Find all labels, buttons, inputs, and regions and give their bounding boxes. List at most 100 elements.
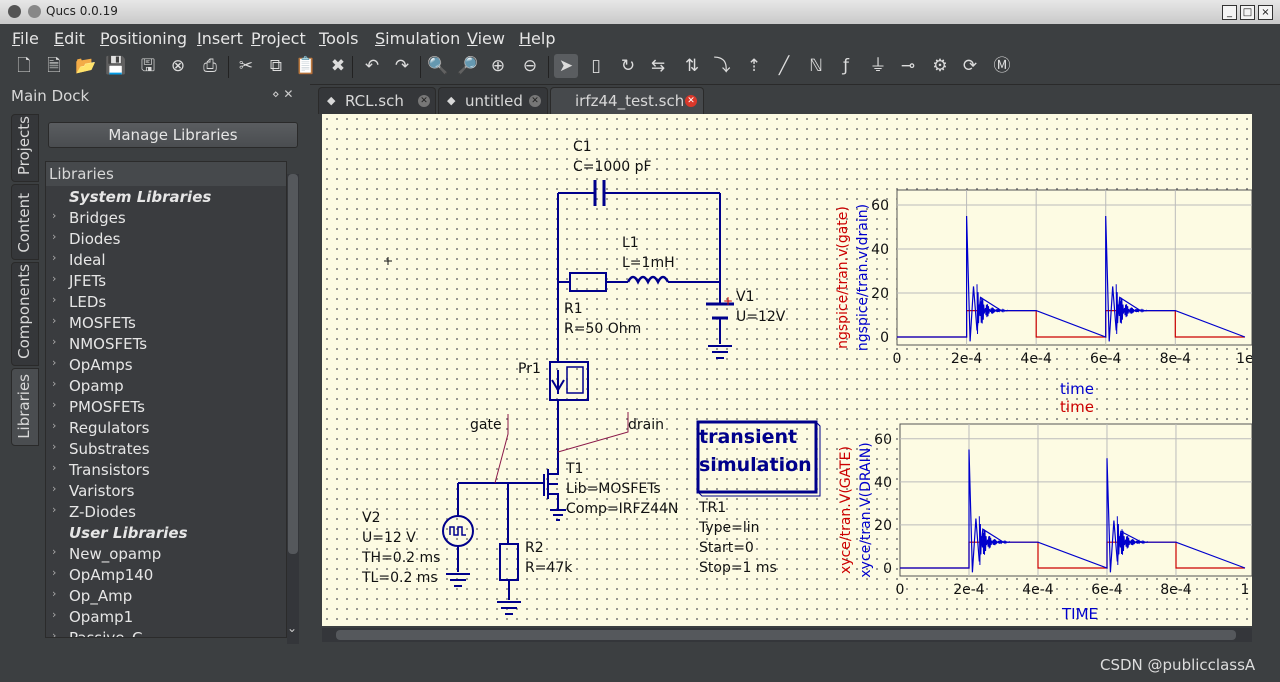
y-tick-label: 0 (883, 561, 892, 577)
cut-icon[interactable]: ✂ (238, 56, 254, 76)
save-all-icon[interactable]: 🖫 (140, 56, 156, 76)
expand-arrow-icon[interactable]: › (52, 440, 57, 453)
zoom-1-icon[interactable]: 🔎 (457, 56, 479, 76)
menu-edit[interactable]: Edit (54, 29, 85, 48)
expand-arrow-icon[interactable]: › (52, 608, 57, 621)
sim-box-line1: transient (699, 426, 797, 448)
canvas-horizontal-scrollbar[interactable] (322, 628, 1252, 642)
menu-simulation[interactable]: Simulation (375, 29, 461, 48)
print-icon[interactable]: ⎙ (203, 56, 217, 76)
canvas-vertical-scrollbar[interactable] (1254, 114, 1266, 626)
dock-float-close-icons[interactable]: ⋄ ✕ (272, 87, 294, 101)
goto-icon[interactable]: ⤵ (713, 56, 731, 76)
tab-projects[interactable]: Projects (11, 114, 39, 182)
manage-libraries-button[interactable]: Manage Libraries (48, 122, 298, 148)
open-icon[interactable]: 📂 (75, 56, 97, 76)
paste-icon[interactable]: 📋 (295, 56, 317, 76)
expand-arrow-icon[interactable]: › (52, 272, 57, 285)
expand-arrow-icon[interactable]: › (52, 377, 57, 390)
copy-icon[interactable]: ⧉ (269, 56, 283, 76)
close-tab-icon[interactable]: ✕ (418, 95, 430, 107)
expand-arrow-icon[interactable]: › (52, 587, 57, 600)
expand-arrow-icon[interactable]: › (52, 629, 57, 638)
expand-arrow-icon[interactable]: › (52, 209, 57, 222)
x-tick-label: 0 (896, 582, 905, 598)
l1-value: L=1mH (622, 255, 675, 271)
tr1-type: Type=lin (698, 520, 760, 536)
maximize-button[interactable]: □ (1240, 5, 1255, 20)
expand-arrow-icon[interactable]: › (52, 251, 57, 264)
close-tab-icon[interactable]: ✕ (685, 95, 697, 107)
menu-tools[interactable]: Tools (319, 29, 359, 48)
redo-icon[interactable]: ↷ (394, 56, 410, 76)
close-tab-icon[interactable]: ✕ (529, 95, 541, 107)
mirror-y-icon[interactable]: ⇅ (684, 56, 700, 76)
libraries-scrollbar[interactable] (287, 174, 299, 644)
select-icon[interactable]: ➤ (554, 54, 578, 78)
expand-arrow-icon[interactable]: › (52, 482, 57, 495)
rotate-icon[interactable]: ↻ (620, 56, 636, 76)
series-line-1 (897, 215, 1246, 342)
tab-components[interactable]: Components (11, 262, 39, 366)
x-tick-label: 8e-4 (1160, 582, 1192, 598)
expand-arrow-icon[interactable]: › (52, 503, 57, 516)
library-item-label: Substrates (69, 440, 150, 458)
equation-icon[interactable]: ƒ (843, 56, 849, 76)
zoom-in-icon[interactable]: ⊕ (490, 56, 506, 76)
marker-icon[interactable]: Ⓜ (993, 56, 1011, 76)
menu-insert[interactable]: Insert (197, 29, 243, 48)
delete-icon[interactable]: ✖ (330, 56, 346, 76)
scroll-down-icon[interactable]: ⌄ (287, 621, 298, 635)
menu-file[interactable]: File (12, 29, 39, 48)
new-text-icon[interactable]: 🗎 (47, 56, 61, 76)
menu-help[interactable]: Help (519, 29, 556, 48)
mirror-icon[interactable]: ⇆ (650, 56, 666, 76)
expand-arrow-icon[interactable]: › (52, 230, 57, 243)
tab-rcl[interactable]: ◆ RCL.sch ✕ (318, 87, 436, 114)
new-icon[interactable]: 🗋 (17, 56, 31, 76)
expand-arrow-icon[interactable]: › (52, 461, 57, 474)
expand-arrow-icon[interactable]: › (52, 545, 57, 558)
x-tick-label: 6e-4 (1090, 351, 1122, 367)
pop-icon[interactable]: ⇡ (746, 56, 762, 76)
dc-source-v1-symbol (706, 302, 734, 320)
close-window-button[interactable]: × (1258, 5, 1273, 20)
zoom-fit-icon[interactable]: 🔍 (427, 56, 449, 76)
save-icon[interactable]: 💾 (105, 56, 127, 76)
expand-arrow-icon[interactable]: › (52, 293, 57, 306)
schematic-canvas[interactable]: C1 C=1000 pF L1 L=1mH R1 R=50 Ohm + V1 U… (322, 114, 1252, 626)
tab-content[interactable]: Content (11, 184, 39, 260)
expand-arrow-icon[interactable]: › (52, 566, 57, 579)
wire-icon[interactable]: ╱ (778, 56, 790, 76)
close-icon[interactable]: ⊗ (170, 56, 186, 76)
menu-view[interactable]: View (467, 29, 505, 48)
tab-libraries[interactable]: Libraries (11, 368, 39, 446)
library-item-label: PMOSFETs (69, 398, 145, 416)
dpl-icon[interactable]: ⟳ (962, 56, 978, 76)
simulate-icon[interactable]: ⚙ (932, 56, 948, 76)
port-icon[interactable]: ⊸ (900, 56, 916, 76)
label-icon[interactable]: ℕ (809, 56, 823, 76)
expand-arrow-icon[interactable]: › (52, 398, 57, 411)
ground-icon[interactable]: ⏚ (869, 56, 887, 76)
expand-arrow-icon[interactable]: › (52, 356, 57, 369)
expand-arrow-icon[interactable]: › (52, 419, 57, 432)
title-bar: Qucs 0.0.19 _ □ × (0, 0, 1280, 24)
tab-untitled[interactable]: ◆ untitled ✕ (438, 87, 548, 114)
library-item-label: JFETs (69, 272, 107, 290)
expand-arrow-icon[interactable]: › (52, 314, 57, 327)
x-axis-label: TIME (1061, 605, 1098, 623)
app-menu-icon[interactable] (8, 5, 21, 18)
deactivate-icon[interactable]: ▯ (591, 56, 601, 76)
undo-icon[interactable]: ↶ (364, 56, 380, 76)
tr1-name: TR1 (698, 500, 726, 516)
minimize-button[interactable]: _ (1222, 5, 1237, 20)
tab-irfz44-test[interactable]: irfz44_test.sch ✕ (550, 87, 704, 114)
menu-project[interactable]: Project (251, 29, 306, 48)
expand-arrow-icon[interactable]: › (52, 335, 57, 348)
menu-positioning[interactable]: Positioning (100, 29, 188, 48)
zoom-out-icon[interactable]: ⊖ (522, 56, 538, 76)
tab-projects-label: Projects (15, 115, 33, 175)
